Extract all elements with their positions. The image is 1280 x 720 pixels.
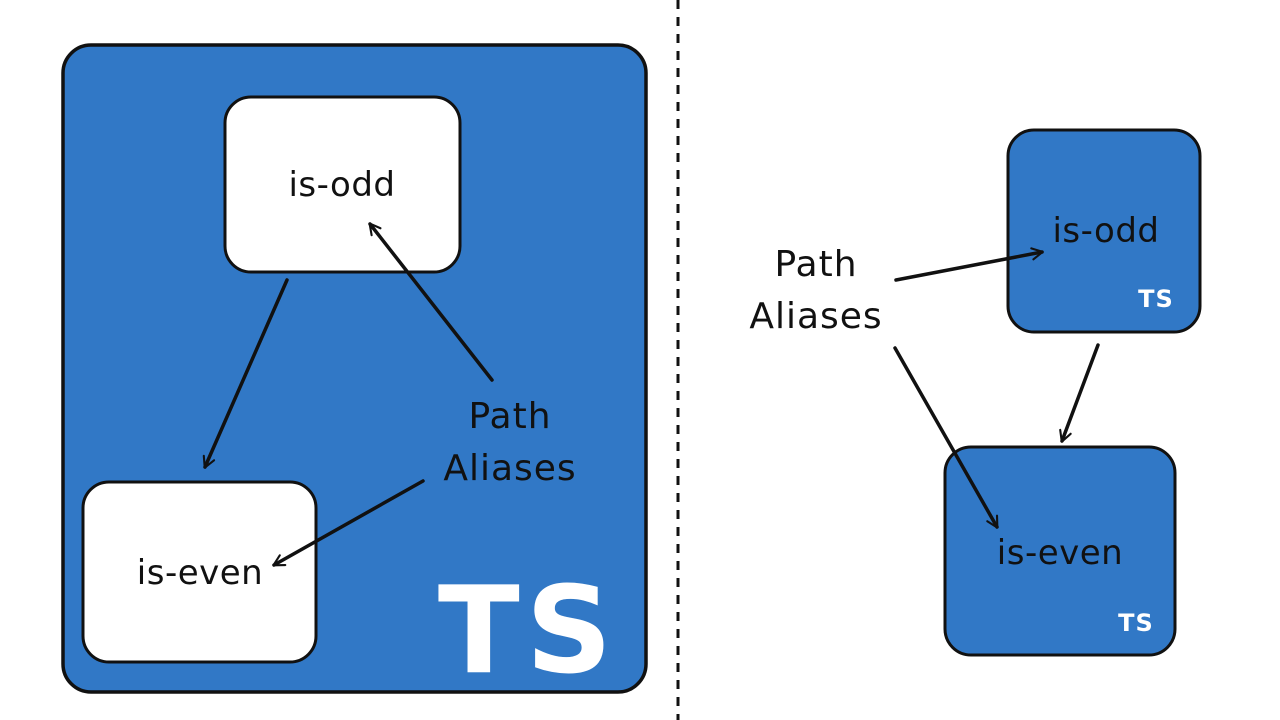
arrow-aliases-to-even [272,479,425,567]
right-panel: is-odd TS is-even TS Path Aliases [749,128,1202,657]
is-odd-node [223,95,462,274]
is-odd-label-right: is-odd [1052,211,1159,251]
ts-big-label: TS [438,562,618,701]
is-odd-ts-node [1006,128,1202,334]
arrow-odd-to-even-right [1059,343,1100,443]
is-even-ts-node [943,445,1177,657]
arrow-aliases-to-even-right [893,346,999,529]
is-even-label-right: is-even [997,533,1123,573]
path-aliases-label-right-line1: Path [774,244,857,285]
path-aliases-label-line1: Path [468,396,551,437]
is-even-node [81,480,318,664]
arrow-odd-to-even [202,278,289,469]
left-panel: is-odd is-even Path Aliases TS [61,43,648,701]
is-even-ts-badge: TS [1118,609,1154,637]
path-aliases-label-right-line2: Aliases [749,296,882,337]
arrow-aliases-to-odd-right [894,247,1044,282]
is-even-label: is-even [137,553,263,593]
is-odd-label: is-odd [288,165,395,205]
is-odd-ts-badge: TS [1138,285,1174,313]
path-aliases-label-line2: Aliases [443,448,576,489]
arrow-aliases-to-odd [368,222,494,382]
